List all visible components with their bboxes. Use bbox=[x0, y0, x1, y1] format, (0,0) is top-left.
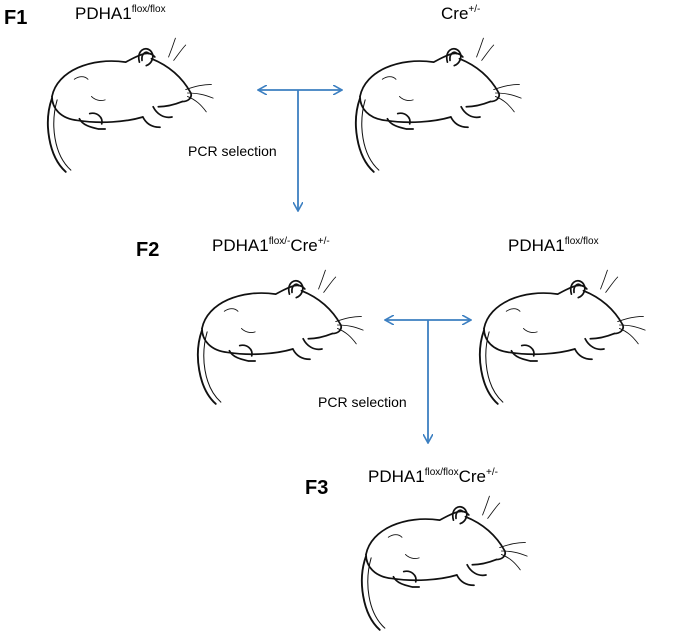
genotype-f2-right: PDHA1flox/flox bbox=[508, 236, 599, 255]
genotype-f1-left: PDHA1flox/flox bbox=[75, 4, 166, 23]
mouse-f2-right bbox=[478, 269, 647, 405]
generation-label-f1: F1 bbox=[4, 7, 28, 29]
genotype-f1-right: Cre+/- bbox=[441, 4, 481, 23]
pcr-selection-label-1: PCR selection bbox=[188, 143, 277, 159]
mouse-f2-left bbox=[196, 269, 365, 405]
generation-label-f2: F2 bbox=[136, 239, 160, 261]
f1-cross-arrow bbox=[259, 90, 341, 210]
genotype-f3: PDHA1flox/floxCre+/- bbox=[368, 467, 498, 486]
genotype-f2-left: PDHA1flox/-Cre+/- bbox=[212, 236, 330, 255]
generation-label-f3: F3 bbox=[305, 477, 329, 499]
pcr-selection-label-2: PCR selection bbox=[318, 394, 407, 410]
mouse-f3 bbox=[360, 495, 529, 631]
f2-cross-arrow bbox=[386, 320, 470, 442]
mouse-f1-right bbox=[354, 37, 523, 173]
